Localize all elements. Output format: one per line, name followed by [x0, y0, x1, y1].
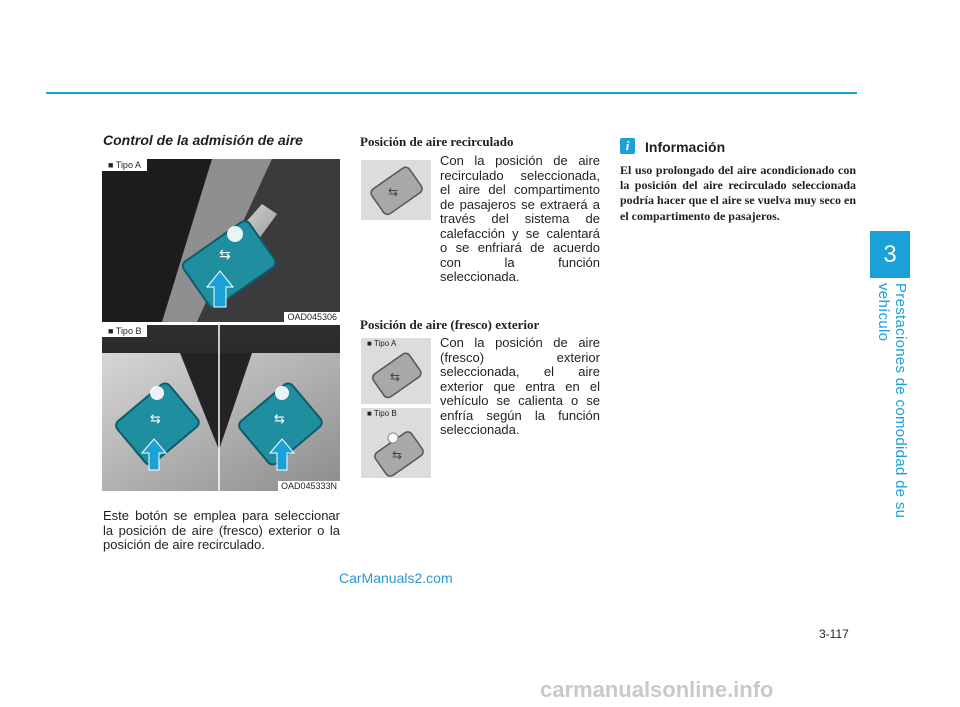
chapter-title: Prestaciones de comodidad de su vehículo [875, 283, 909, 519]
svg-text:⇆: ⇆ [390, 370, 400, 384]
recirc-text: Con la posición de aire recirculado sele… [440, 153, 600, 284]
fresh-label-a: ■ Tipo A [367, 339, 397, 348]
watermark-carmanualsonline[interactable]: carmanualsonline.info [540, 677, 774, 702]
info-icon: i [620, 138, 635, 154]
recirc-button-image: ⇆ [361, 160, 431, 220]
fresh-button-image-a: ⇆ ■ Tipo A [361, 338, 431, 404]
figure-type-b-label: ■ Tipo B [102, 325, 148, 337]
watermark-carmanuals2[interactable]: CarManuals2.com [339, 570, 453, 586]
fresh-button-icon-b: ⇆ [361, 408, 431, 478]
header-rule [46, 92, 857, 94]
svg-text:⇆: ⇆ [219, 247, 231, 263]
figure-type-a-label-text: ■ Tipo A [108, 160, 141, 170]
svg-text:⇆: ⇆ [392, 448, 402, 462]
figure-type-a-code: OAD045306 [284, 312, 340, 322]
info-text: El uso prolongado del aire acondicionado… [620, 163, 856, 223]
svg-text:⇆: ⇆ [388, 185, 398, 199]
svg-text:⇆: ⇆ [274, 412, 285, 427]
illustration-type-b: ⇆ ⇆ [102, 325, 340, 491]
fresh-button-icon-a: ⇆ [361, 338, 431, 404]
fresh-label-b: ■ Tipo B [367, 409, 397, 418]
chapter-tab: 3 [870, 231, 910, 278]
figure-type-b-code: OAD045333N [277, 481, 340, 491]
intro-paragraph: Este botón se emplea para seleccionar la… [103, 508, 340, 552]
section-title: Control de la admisión de aire [103, 132, 303, 148]
svg-text:⇆: ⇆ [150, 412, 161, 427]
figure-type-a: ⇆ ■ Tipo A OAD045306 [102, 159, 340, 322]
fresh-heading: Posición de aire (fresco) exterior [360, 317, 540, 332]
illustration-type-a: ⇆ [102, 159, 340, 322]
fresh-text: Con la posición de aire (fresco) exterio… [440, 335, 600, 437]
recirc-heading: Posición de aire recirculado [360, 134, 514, 149]
info-title: Información [645, 139, 726, 155]
figure-type-b-label-text: ■ Tipo B [108, 326, 142, 336]
figure-type-b: ⇆ ⇆ ■ Tipo B OAD045333N [102, 325, 340, 491]
figure-type-a-label: ■ Tipo A [102, 159, 147, 171]
page-number: 3-117 [819, 627, 849, 641]
fresh-button-image-b: ⇆ ■ Tipo B [361, 408, 431, 478]
recirc-button-icon: ⇆ [361, 160, 431, 220]
